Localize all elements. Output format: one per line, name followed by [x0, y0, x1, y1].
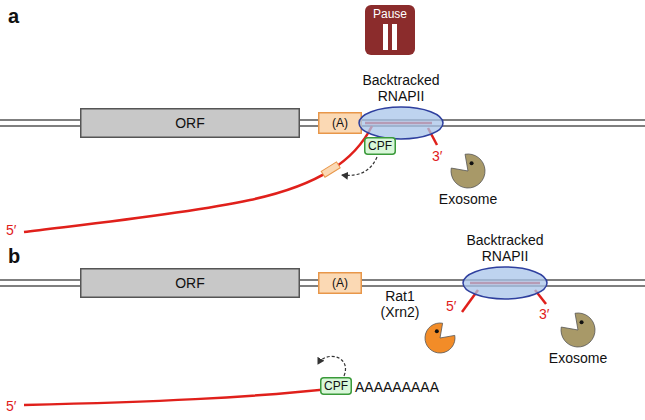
enzyme-icon: Exosome	[560, 312, 596, 348]
node-text: CPF	[324, 378, 348, 394]
node-text: Exosome	[433, 191, 503, 207]
polymerase-ellipse: Backtracked RNAPII	[462, 266, 548, 300]
node-shape	[424, 322, 456, 354]
node-text: CPF	[368, 138, 392, 154]
strand-label: 3′	[539, 306, 549, 322]
process-box: ORF	[80, 268, 300, 298]
node-text: Backtracked RNAPII	[351, 72, 451, 104]
process-box: (A)	[318, 112, 362, 134]
node-text: Backtracked RNAPII	[455, 232, 555, 264]
process-box: (A)	[318, 272, 362, 294]
dashed-arrow	[342, 157, 377, 175]
enzyme-icon: Rat1 (Xrn2)	[424, 322, 456, 354]
polya-signal	[321, 162, 340, 177]
node-text: (A)	[332, 115, 348, 131]
node-shape	[358, 106, 444, 140]
node-text: Pause	[373, 8, 407, 21]
process-box: ORF	[80, 108, 300, 138]
strand-label: 5′	[446, 298, 456, 314]
dashed-arrow	[318, 356, 346, 376]
panel-letter: b	[8, 244, 20, 268]
strand-label: 3′	[432, 148, 442, 164]
node-shape	[560, 312, 596, 348]
pause-sign: Pause	[365, 5, 415, 55]
strand-label: 5′	[6, 222, 16, 238]
enzyme-icon: Exosome	[450, 153, 486, 189]
node-text: Exosome	[543, 350, 613, 366]
rna-strand	[24, 388, 338, 405]
rna-strand	[24, 126, 372, 232]
polymerase-ellipse: Backtracked RNAPII	[358, 106, 444, 140]
process-box: CPF	[364, 137, 396, 155]
node-text: ORF	[175, 115, 205, 131]
node-shape	[450, 153, 486, 189]
node-text: (A)	[332, 275, 348, 291]
panel-letter: a	[8, 4, 19, 28]
strand-label: 5′	[6, 398, 16, 414]
strand-label: AAAAAAAAA	[355, 379, 439, 395]
node-shape	[462, 266, 548, 300]
node-text: Rat1 (Xrn2)	[372, 288, 428, 320]
process-box: CPF	[320, 377, 352, 395]
node-text: ORF	[175, 275, 205, 291]
